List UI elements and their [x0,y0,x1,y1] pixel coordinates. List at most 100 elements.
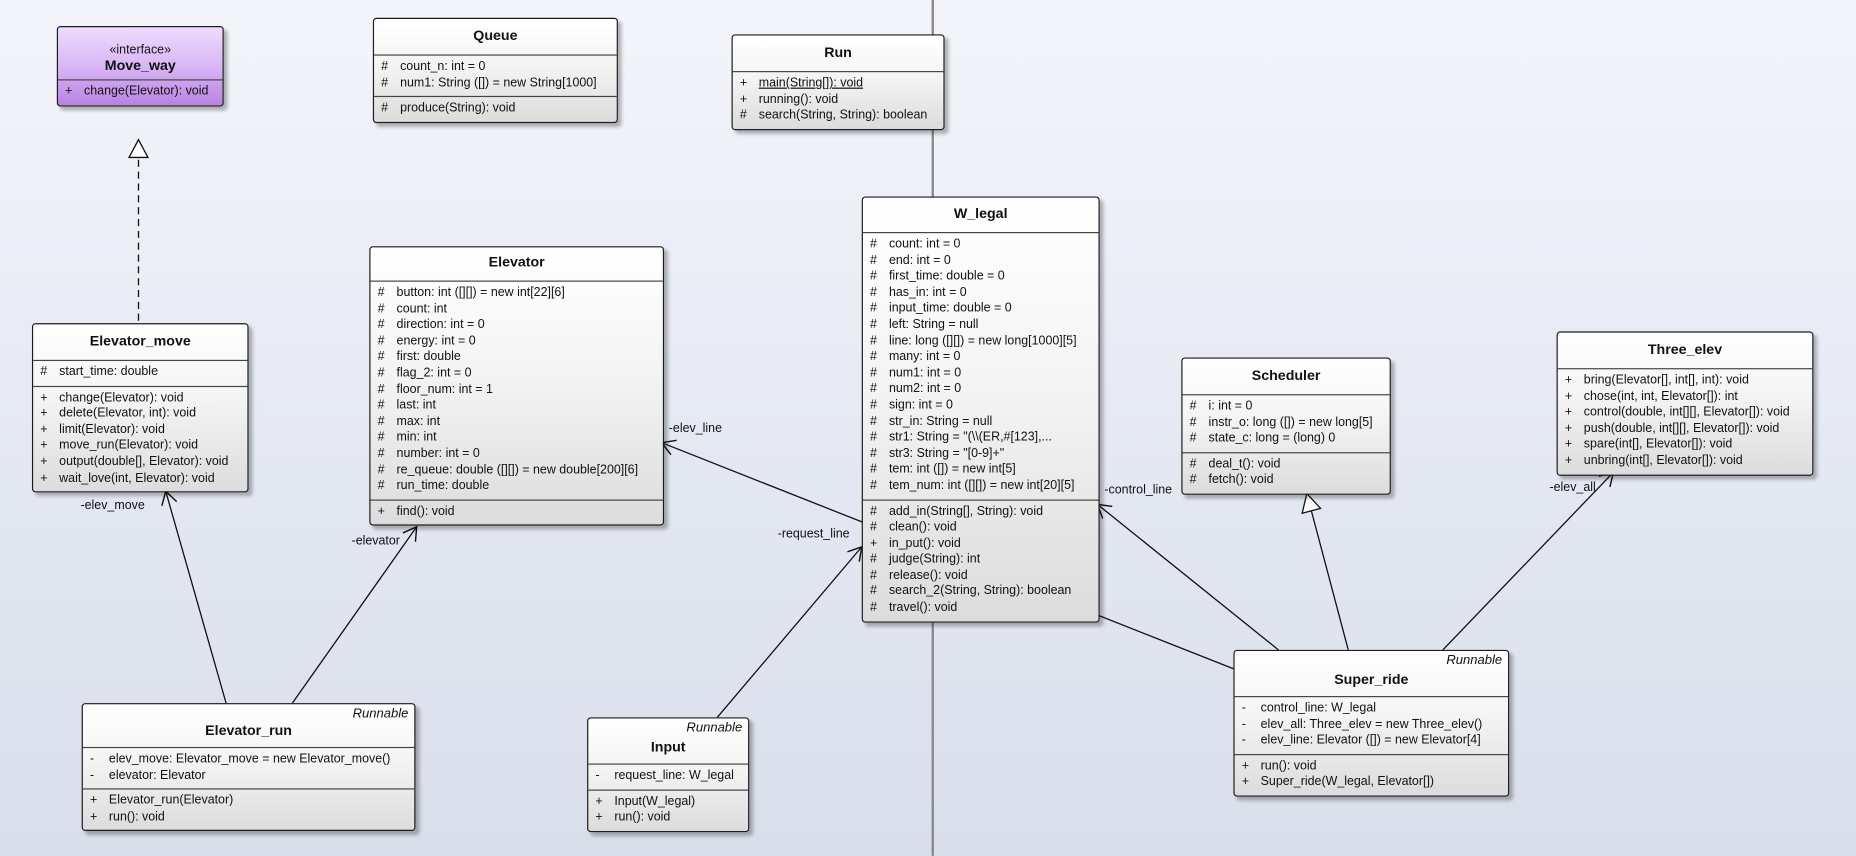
attribute-row[interactable]: #str_in: String = null [863,414,1099,430]
operation-row[interactable]: +push(double, int[][], Elevator[]): void [1558,421,1812,437]
attribute-row[interactable]: #state_c: long = (long) 0 [1183,431,1390,447]
attribute-row[interactable]: #line: long ([][]) = new long[1000][5] [863,333,1099,349]
attribute-row[interactable]: -elev_all: Three_elev = new Three_elev() [1235,717,1508,733]
operation-row[interactable]: +run(): void [1235,758,1508,774]
attribute-text: sign: int = 0 [888,397,953,412]
attribute-row[interactable]: #count: int = 0 [863,237,1099,253]
operation-row[interactable]: +control(double, int[][], Elevator[]): v… [1558,405,1812,421]
relation-line [291,526,418,704]
attribute-row[interactable]: #tem: int ([]) = new int[5] [863,462,1099,478]
attribute-row[interactable]: -elevator: Elevator [83,768,414,784]
operation-row[interactable]: +run(): void [588,810,748,826]
operation-row[interactable]: +spare(int[], Elevator[]): void [1558,437,1812,453]
attribute-row[interactable]: -control_line: W_legal [1235,701,1508,717]
attribute-row[interactable]: #str3: String = "[0-9]+" [863,446,1099,462]
operation-row[interactable]: #judge(String): int [863,552,1099,568]
operation-row[interactable]: #release(): void [863,568,1099,584]
attribute-row[interactable]: #min: int [370,430,662,446]
operation-row[interactable]: +Elevator_run(Elevator) [83,793,414,809]
operation-row[interactable]: #travel(): void [863,600,1099,616]
class-scheduler[interactable]: Scheduler#i: int = 0#instr_o: long ([]) … [1181,357,1391,495]
class-w-legal[interactable]: W_legal#count: int = 0#end: int = 0#firs… [861,196,1100,623]
attribute-row[interactable]: #floor_num: int = 1 [370,382,662,398]
attribute-row[interactable]: #flag_2: int = 0 [370,366,662,382]
class-elevator-move[interactable]: Elevator_move#start_time: double+change(… [31,323,249,493]
attribute-row[interactable]: #i: int = 0 [1183,399,1390,415]
attribute-row[interactable]: #input_time: double = 0 [863,301,1099,317]
attribute-row[interactable]: #num2: int = 0 [863,382,1099,398]
attribute-row[interactable]: #has_in: int = 0 [863,285,1099,301]
attribute-row[interactable]: #tem_num: int ([][]) = new int[20][5] [863,478,1099,494]
attribute-row[interactable]: #first_time: double = 0 [863,269,1099,285]
visibility-marker: + [377,503,385,519]
class-move-way[interactable]: «interface»Move_way+change(Elevator): vo… [56,26,224,107]
operation-row[interactable]: +find(): void [370,504,662,520]
attribute-row[interactable]: -request_line: W_legal [588,768,748,784]
attribute-row[interactable]: #max: int [370,414,662,430]
attribute-row[interactable]: #first: double [370,350,662,366]
attribute-row[interactable]: #left: String = null [863,317,1099,333]
attribute-row[interactable]: #str1: String = "(\\(ER,#[123],... [863,430,1099,446]
operation-text: main(String[]): void [758,75,864,90]
operation-row[interactable]: +change(Elevator): void [58,84,223,100]
operation-row[interactable]: #clean(): void [863,520,1099,536]
operation-row[interactable]: #search(String, String): boolean [733,108,944,124]
attribute-row[interactable]: #button: int ([][]) = new int[22][6] [370,285,662,301]
role-label: -elev_all [1549,480,1596,495]
attribute-row[interactable]: #last: int [370,398,662,414]
attribute-row[interactable]: #sign: int = 0 [863,398,1099,414]
operation-text: limit(Elevator): void [59,422,165,437]
relation-control-line [1096,503,1279,651]
operation-row[interactable]: #deal_t(): void [1183,457,1390,473]
attribute-text: last: int [396,397,436,413]
class-elevator[interactable]: Elevator#button: int ([][]) = new int[22… [369,246,665,526]
attribute-row[interactable]: #count: int [370,301,662,317]
attribute-text: str_in: String = null [888,413,993,428]
operation-row[interactable]: #add_in(String[], String): void [863,504,1099,520]
operation-row[interactable]: +Super_ride(W_legal, Elevator[]) [1235,775,1508,791]
operation-row[interactable]: +move_run(Elevator): void [33,438,247,454]
attribute-row[interactable]: #start_time: double [33,365,247,381]
attribute-row[interactable]: #num1: int = 0 [863,365,1099,381]
operation-row[interactable]: #produce(String): void [374,101,617,117]
attribute-row[interactable]: #direction: int = 0 [370,317,662,333]
operation-row[interactable]: +main(String[]): void [733,76,944,92]
relation-elev-all [1442,471,1615,651]
attribute-row[interactable]: -elev_line: Elevator ([]) = new Elevator… [1235,733,1508,749]
attribute-row[interactable]: #num1: String ([]) = new String[1000] [374,75,617,91]
operation-row[interactable]: +Input(W_legal) [588,794,748,810]
class-three-elev[interactable]: Three_elev+bring(Elevator[], int[], int)… [1556,331,1814,476]
attribute-row[interactable]: -elev_move: Elevator_move = new Elevator… [83,752,414,768]
attribute-row[interactable]: #instr_o: long ([]) = new long[5] [1183,415,1390,431]
operation-row[interactable]: +wait_love(int, Elevator): void [33,471,247,487]
operation-text: travel(): void [888,600,958,615]
operation-row[interactable]: +chose(int, int, Elevator[]): int [1558,389,1812,405]
attribute-row[interactable]: #number: int = 0 [370,446,662,462]
operation-row[interactable]: +change(Elevator): void [33,390,247,406]
operation-row[interactable]: #fetch(): void [1183,473,1390,489]
operation-row[interactable]: +unbring(int[], Elevator[]): void [1558,453,1812,469]
attribute-row[interactable]: #energy: int = 0 [370,334,662,350]
operation-row[interactable]: +delete(Elevator, int): void [33,406,247,422]
operation-row[interactable]: +output(double[], Elevator): void [33,455,247,471]
class-queue[interactable]: Queue#count_n: int = 0#num1: String ([])… [372,17,618,123]
operation-row[interactable]: #search_2(String, String): boolean [863,584,1099,600]
attribute-row[interactable]: #run_time: double [370,478,662,494]
operation-row[interactable]: +running(): void [733,92,944,108]
attribute-row[interactable]: #many: int = 0 [863,349,1099,365]
attribute-row[interactable]: #re_queue: double ([][]) = new double[20… [370,462,662,478]
operation-row[interactable]: +in_put(): void [863,536,1099,552]
attribute-row[interactable]: #count_n: int = 0 [374,59,617,75]
operation-row[interactable]: +bring(Elevator[], int[], int): void [1558,373,1812,389]
operation-row[interactable]: +limit(Elevator): void [33,422,247,438]
attribute-row[interactable]: #end: int = 0 [863,253,1099,269]
visibility-marker: + [40,406,48,421]
attribute-text: state_c: long = (long) 0 [1208,431,1336,446]
operation-row[interactable]: +run(): void [83,809,414,825]
role-label: -elev_line [668,421,723,436]
attribute-section: #button: int ([][]) = new int[22][6]#cou… [370,282,662,499]
class-run[interactable]: Run+main(String[]): void+running(): void… [731,34,945,130]
